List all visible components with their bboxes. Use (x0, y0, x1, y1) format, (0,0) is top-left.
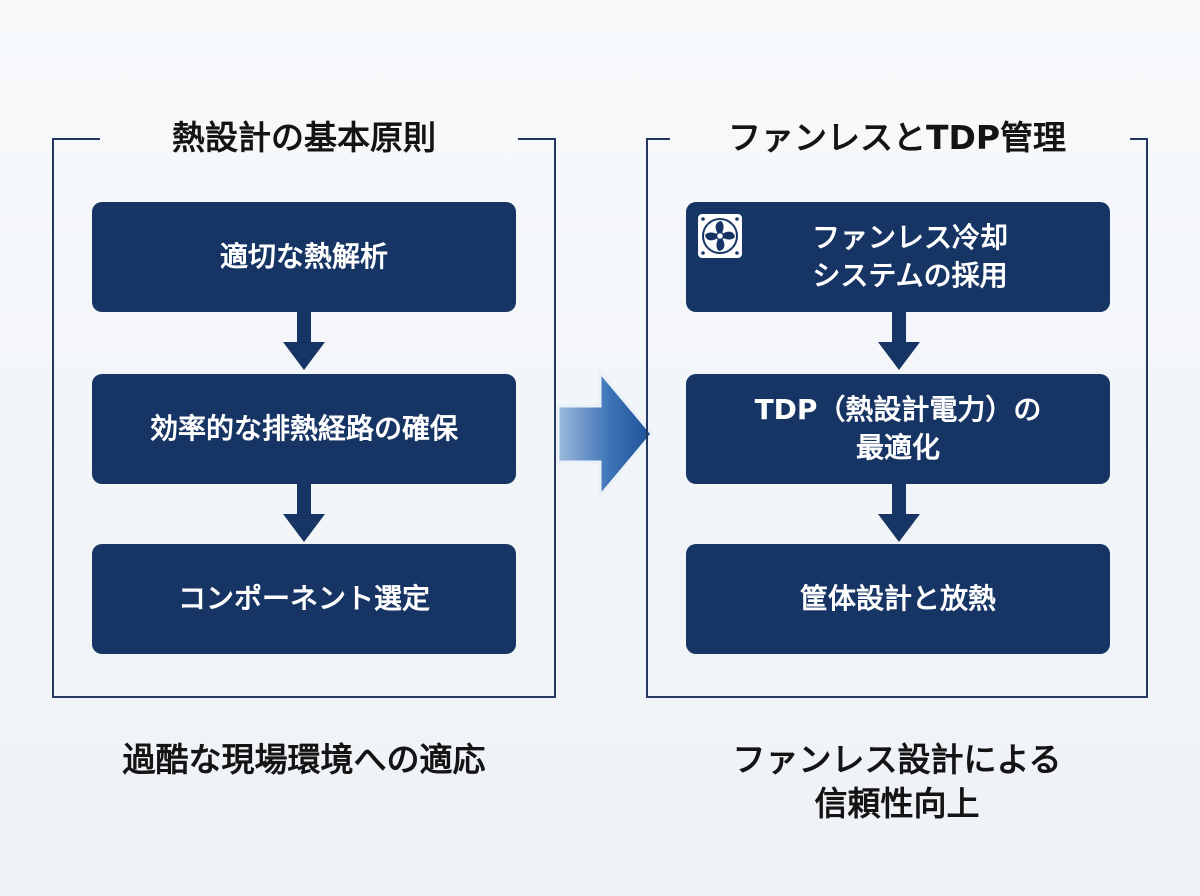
right-panel-top-line-left (646, 138, 670, 140)
right-caption-line2: 信頼性向上 (814, 784, 980, 823)
step-label-line1: TDP（熱設計電力）の (754, 393, 1042, 426)
left-panel: 熱設計の基本原則 適切な熱解析 効率的な排熱経路の確保 コンポーネント選定 (52, 118, 556, 698)
down-arrow-icon (283, 484, 325, 542)
step-label: 筐体設計と放熱 (799, 582, 996, 615)
right-panel: ファンレスとTDP管理 ファンレス冷却 システムの採用 TD (646, 118, 1148, 698)
right-caption: ファンレス設計による 信頼性向上 (640, 738, 1154, 826)
step-label-line1: ファンレス冷却 (811, 221, 1008, 254)
step-fanless-cooling: ファンレス冷却 システムの採用 (686, 202, 1110, 312)
step-tdp-optimization: TDP（熱設計電力）の 最適化 (686, 374, 1110, 484)
left-panel-top-line-right (518, 138, 556, 140)
step-label-group: TDP（熱設計電力）の 最適化 (755, 391, 1042, 467)
step-label: 適切な熱解析 (219, 240, 388, 273)
down-arrow-icon (878, 312, 920, 370)
step-enclosure-heat-dissipation: 筐体設計と放熱 (686, 544, 1110, 654)
right-panel-title: ファンレスとTDP管理 (727, 118, 1067, 157)
step-label-line2: 最適化 (855, 431, 940, 464)
down-arrow-icon (878, 484, 920, 542)
left-caption-text: 過酷な現場環境への適応 (122, 740, 486, 779)
step-label: 効率的な排熱経路の確保 (149, 412, 458, 445)
step-component-selection: コンポーネント選定 (92, 544, 516, 654)
step-thermal-analysis: 適切な熱解析 (92, 202, 516, 312)
right-caption-line1: ファンレス設計による (732, 740, 1062, 779)
step-exhaust-path: 効率的な排熱経路の確保 (92, 374, 516, 484)
left-panel-title: 熱設計の基本原則 (172, 118, 436, 157)
left-caption: 過酷な現場環境への適応 (40, 738, 568, 782)
right-arrow-icon (556, 368, 654, 500)
right-panel-top-line-right (1130, 138, 1148, 140)
fan-icon (696, 212, 744, 260)
step-label-line2: システムの採用 (812, 259, 1008, 292)
left-panel-top-line-left (52, 138, 100, 140)
step-label: コンポーネント選定 (177, 582, 430, 615)
down-arrow-icon (283, 312, 325, 370)
step-label-group: ファンレス冷却 システムの採用 (812, 219, 1008, 295)
